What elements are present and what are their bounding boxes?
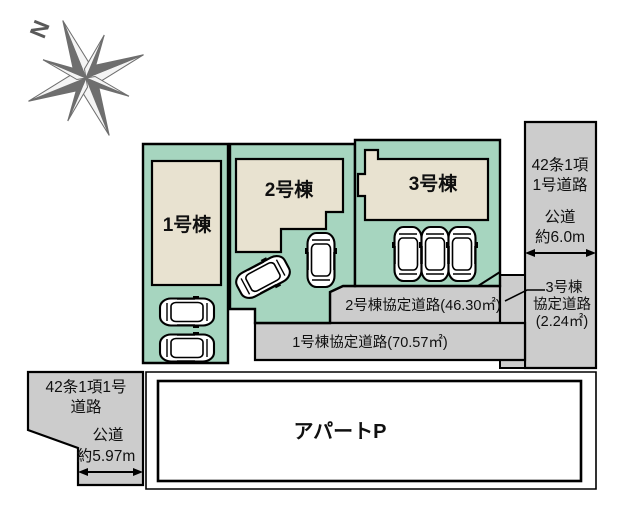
lot-2-building <box>234 157 345 254</box>
lot-1-building <box>150 159 223 287</box>
car-icon <box>303 231 339 289</box>
lot-3-label: 3号棟 <box>409 172 459 195</box>
lot-3-building <box>356 148 490 222</box>
compass-major-points <box>28 20 144 136</box>
car-icon <box>444 225 480 283</box>
lot-2-label: 2号棟 <box>265 178 315 201</box>
agreement-road-2-text: 2号棟協定道路(46.30㎡) <box>345 297 501 314</box>
apartment-parking-label: アパートP <box>294 420 387 443</box>
road-east-dimension-arrow <box>525 249 596 257</box>
road-east-line-2: 1号道路 <box>532 176 588 194</box>
agreement-road-3-label-group: 3号棟 協定道路 (2.24㎡) <box>504 279 591 330</box>
compass-rose <box>28 20 144 136</box>
agreement-road-3-line-3: (2.24㎡) <box>536 313 588 330</box>
agreement-road-3-line-2: 協定道路 <box>533 296 591 313</box>
road-sw-width: 約5.97m <box>77 447 136 465</box>
apartment-parking-outline <box>156 379 583 483</box>
lot-3-corner-cut <box>477 271 501 287</box>
road-southwest-public: 42条1項1号 道路 公道 約5.97m <box>26 370 145 487</box>
road-sw-type: 公道 <box>92 426 123 444</box>
road-sw-dimension-arrow <box>78 468 143 476</box>
road-east-type: 公道 <box>544 208 575 226</box>
agreement-road-1-band: 1号棟協定道路(70.57㎡) <box>253 321 527 362</box>
agreement-road-1-text: 1号棟協定道路(70.57㎡) <box>292 334 448 351</box>
car-icon <box>158 330 216 366</box>
lot-1-parcel: 1号棟 <box>141 142 230 365</box>
car-icon <box>417 225 453 283</box>
road-sw-line-1: 42条1項1号 <box>46 378 127 396</box>
car-icon <box>158 294 216 330</box>
road-east-width: 約6.0m <box>535 228 585 246</box>
car-icon <box>390 225 426 283</box>
road-east-public: 42条1項 1号道路 公道 約6.0m <box>523 120 598 370</box>
agreement-road-2-band: 2号棟協定道路(46.30㎡) <box>328 284 502 325</box>
apartment-parking-block: アパートP <box>145 371 597 490</box>
road-sw-line-2: 道路 <box>70 398 102 416</box>
lot-1-label: 1号棟 <box>163 213 213 236</box>
road-east-line-1: 42条1項 <box>532 156 589 174</box>
lot-3-cars <box>390 225 480 283</box>
compass-minor-points <box>42 34 130 122</box>
agreement-road-3-line-1: 3号棟 <box>545 279 583 296</box>
